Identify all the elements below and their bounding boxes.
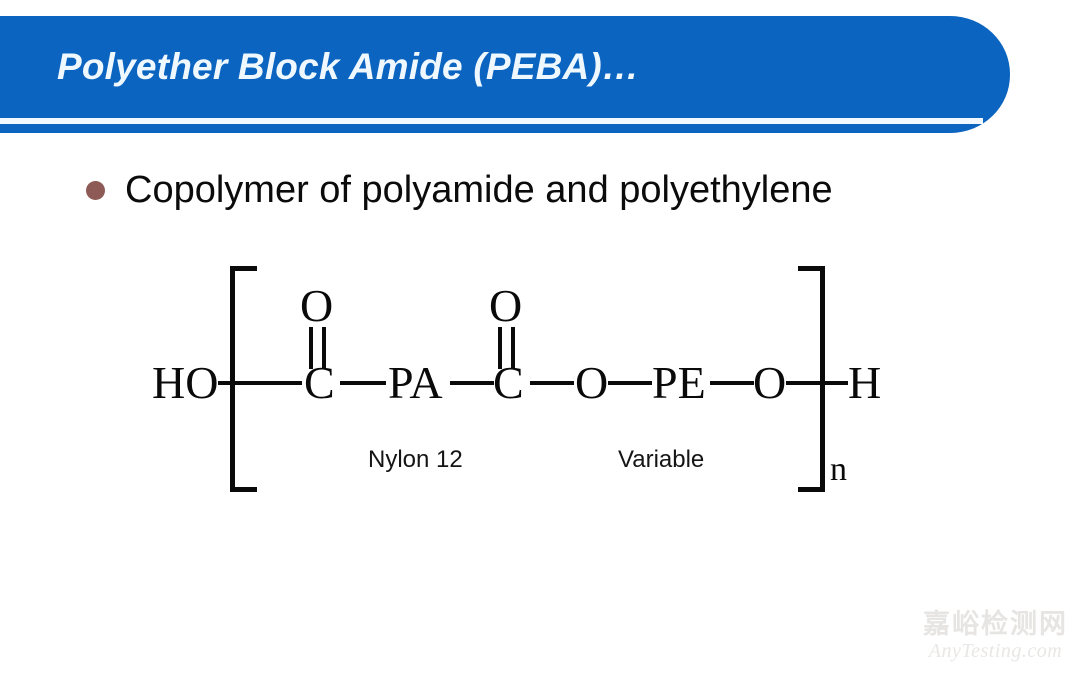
- chemical-structure-diagram: n O O HO C PA C O PE O H Nylon 12 Variab…: [140, 255, 920, 505]
- repeat-subscript-n: n: [830, 451, 847, 488]
- watermark-chinese-text: 嘉峪检测网: [923, 609, 1068, 640]
- atom-carbonyl-oxygen-2: O: [489, 280, 523, 331]
- title-banner: [0, 16, 1010, 133]
- atom-ester-oxygen: O: [575, 357, 609, 408]
- atom-ether-oxygen: O: [753, 357, 787, 408]
- bond-pa-to-carbonyl2: [450, 381, 494, 385]
- bond-ho-to-carbonyl1: [218, 381, 302, 385]
- atom-terminal-left: HO: [152, 357, 219, 408]
- bond-carbonyl2-to-o: [530, 381, 574, 385]
- segment-label-nylon: Nylon 12: [368, 446, 463, 473]
- bond-o-to-pe: [608, 381, 652, 385]
- atom-polyamide: PA: [388, 357, 443, 408]
- bullet-item-label: Copolymer of polyamide and polyethylene: [125, 169, 833, 211]
- atom-terminal-right: H: [848, 357, 882, 408]
- bond-pe-to-o2: [710, 381, 754, 385]
- bond-carbonyl1-to-pa: [340, 381, 386, 385]
- atom-carbonyl-2: C: [493, 357, 524, 408]
- repeat-unit-bracket-right: [798, 266, 825, 492]
- atom-carbonyl-1: C: [304, 357, 335, 408]
- page-title: Polyether Block Amide (PEBA)…: [57, 46, 640, 87]
- bond-o2-to-h: [786, 381, 848, 385]
- watermark: 嘉峪检测网 AnyTesting.com: [923, 610, 1068, 663]
- watermark-latin-text: AnyTesting.com: [928, 640, 1063, 662]
- bullet-list-item: Copolymer of polyamide and polyethylene: [86, 168, 833, 212]
- double-bond-2-right-stroke: [511, 327, 515, 369]
- double-bond-1-left-stroke: [309, 327, 313, 369]
- double-bond-1-right-stroke: [322, 327, 326, 369]
- atom-carbonyl-oxygen-1: O: [300, 280, 334, 331]
- repeat-unit-bracket-left: [230, 266, 257, 492]
- title-underline-rule: [0, 118, 983, 124]
- bullet-marker-icon: [86, 180, 105, 200]
- atom-polyether: PE: [652, 357, 706, 408]
- segment-label-variable: Variable: [618, 446, 705, 473]
- double-bond-2-left-stroke: [498, 327, 502, 369]
